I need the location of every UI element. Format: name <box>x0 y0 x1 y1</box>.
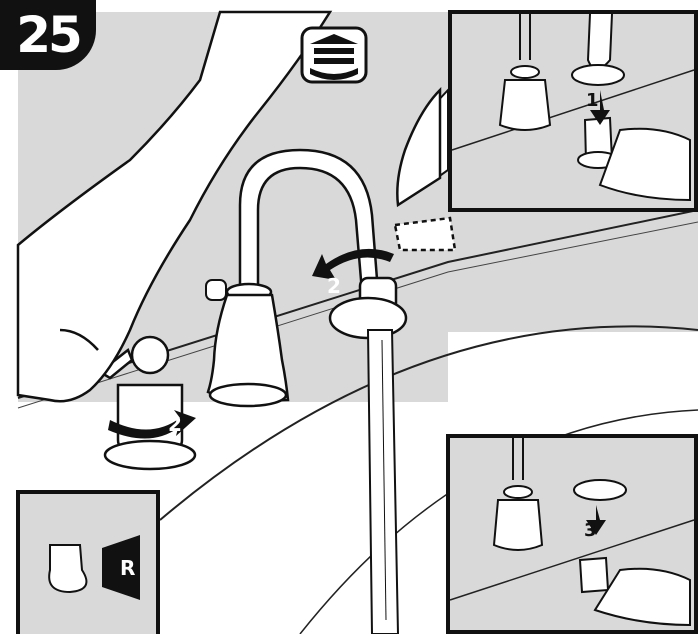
inset-top-label: 1 <box>586 92 599 110</box>
handle-rotation-label: 2 <box>168 414 182 434</box>
step-number: 25 <box>0 0 96 70</box>
spout-rotation-label: 2 <box>327 276 341 296</box>
inset-bottom-label: 3 <box>584 522 597 540</box>
reference-inset <box>18 492 158 634</box>
inset-top <box>450 12 696 210</box>
inset-bottom <box>448 436 696 632</box>
reference-label: R <box>120 558 135 578</box>
sink-symbol-icon <box>302 28 366 82</box>
